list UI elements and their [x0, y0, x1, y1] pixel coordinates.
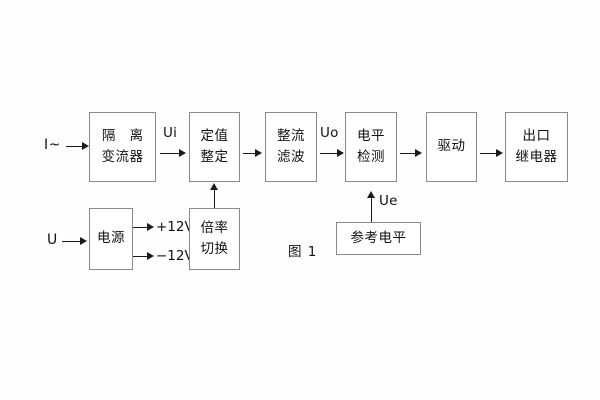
arrow-head-multiplier-to-setting	[210, 183, 218, 190]
block-multiplier-switch-line-2: 切换	[200, 241, 229, 257]
block-setting-adjustment-line-1: 定值	[200, 128, 229, 145]
arrow-head-current-input	[82, 142, 89, 150]
block-reference-level-line-1: 参考电平	[350, 229, 407, 246]
block-power-supply-line-1: 电源	[97, 230, 125, 247]
block-multiplier-switch[interactable]: 倍率 切换	[189, 208, 240, 270]
input-current-label: I~	[44, 137, 61, 153]
arrow-line-ue	[371, 197, 372, 222]
block-isolation-transformer-line-2: 变流器	[101, 149, 144, 165]
block-isolation-transformer[interactable]: 隔 离 变流器	[89, 112, 156, 182]
rail-label-positive: +12V	[156, 219, 194, 235]
block-multiplier-switch-line-1: 倍率	[200, 220, 229, 237]
block-setting-adjustment[interactable]: 定值 整定	[189, 112, 240, 182]
signal-label-uo: Uo	[320, 125, 339, 141]
block-reference-level[interactable]: 参考电平	[336, 222, 421, 255]
input-voltage-label: U	[47, 232, 58, 248]
block-output-relay[interactable]: 出口 继电器	[505, 112, 568, 182]
arrow-line-drive-to-relay	[480, 153, 498, 154]
signal-label-ui: Ui	[163, 125, 178, 141]
arrow-line-voltage-input	[62, 241, 82, 242]
signal-label-ue: Ue	[379, 193, 398, 209]
block-setting-adjustment-line-2: 整定	[200, 149, 229, 165]
rail-line-negative	[133, 256, 150, 257]
rail-label-negative: −12V	[156, 248, 194, 264]
block-rectify-filter[interactable]: 整流 滤波	[265, 112, 317, 182]
figure-caption: 图 1	[288, 244, 318, 260]
block-drive-line-1: 驱动	[437, 138, 466, 155]
block-drive[interactable]: 驱动	[426, 112, 477, 182]
block-level-detection-line-2: 检测	[357, 149, 385, 165]
block-level-detection-line-1: 电平	[357, 128, 385, 145]
arrow-head-drive-to-relay	[496, 149, 503, 157]
arrow-head-ue	[367, 191, 375, 198]
arrow-head-detection-to-drive	[415, 149, 422, 157]
arrow-line-multiplier-to-setting	[214, 189, 215, 208]
arrow-line-setting-to-rectify	[243, 153, 258, 154]
block-rectify-filter-line-2: 滤波	[277, 149, 305, 165]
block-level-detection[interactable]: 电平 检测	[345, 112, 397, 182]
block-output-relay-line-2: 继电器	[515, 149, 558, 165]
arrow-head-uo	[337, 149, 344, 157]
arrow-head-setting-to-rectify	[255, 149, 262, 157]
block-isolation-transformer-line-1: 隔 离	[101, 128, 149, 145]
arrow-line-current-input	[66, 146, 84, 147]
arrow-line-detection-to-drive	[400, 153, 418, 154]
arrow-head-voltage-input	[80, 237, 87, 245]
block-output-relay-line-1: 出口	[522, 128, 551, 145]
rail-arrow-negative	[147, 252, 154, 260]
rail-line-positive	[133, 227, 150, 228]
arrow-head-ui	[179, 149, 186, 157]
arrow-line-ui	[160, 153, 182, 154]
arrow-line-uo	[320, 153, 340, 154]
block-power-supply[interactable]: 电源	[89, 208, 133, 270]
rail-arrow-positive	[147, 223, 154, 231]
block-rectify-filter-line-1: 整流	[277, 128, 305, 145]
